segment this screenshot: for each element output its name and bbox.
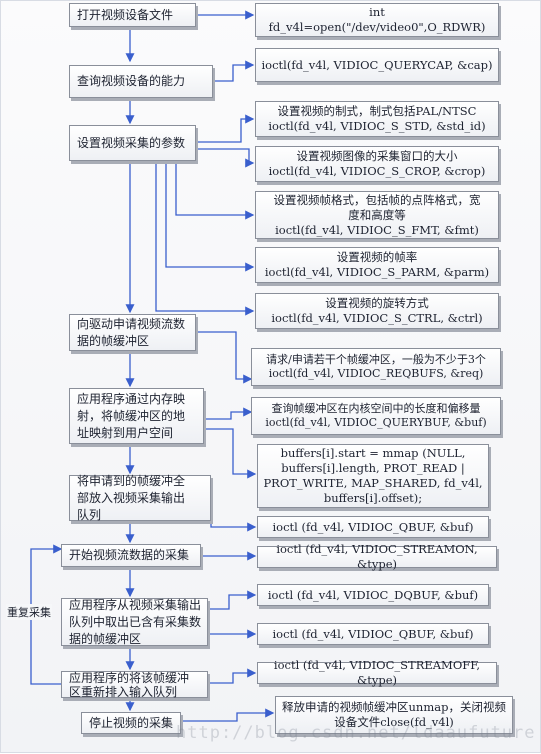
call-label: 查询帧缓冲区在内核空间中的长度和偏移量 ioctl(fd_v4l, VIDIOC… [265,401,487,430]
call-label: 设置视频的帧率 ioctl(fd_v4l, VIDIOC_S_PARM, &pa… [264,250,490,279]
call-arrow [208,590,257,610]
call-label: 设置视频图像的采集窗口的大小 ioctl(fd_v4l, VIDIOC_S_CR… [268,149,486,178]
call-streamon: ioctl (fd_v4l, VIDIOC_STREAMON, &type) [257,542,497,571]
step-open-device: 打开视频设备文件 [69,3,196,27]
step-requeue: 应用程序的将该帧缓冲 区重新排入输入队列 [61,670,208,699]
step-label: 停止视频的采集 [89,715,174,730]
call-querybuf: 查询帧缓冲区在内核空间中的长度和偏移量 ioctl(fd_v4l, VIDIOC… [251,397,501,435]
call-arrow [165,161,255,272]
call-label: ioctl (fd_v4l, VIDIOC_STREAMON, &type) [276,542,478,571]
call-arrow [196,114,255,143]
call-label: ioctl (fd_v4l, VIDIOC_QBUF, &buf) [272,519,474,534]
call-arrow [181,708,275,722]
call-reqbufs: 请求/申请若干个帧缓冲区，一般为不少于3个 ioctl(fd_v4l, VIDI… [251,348,501,386]
step-label: 将申请到的帧缓冲全 部放入视频采集输出 队列 [77,473,186,522]
call-mmap: buffers[i].start = mmap (NULL, buffers[i… [257,444,489,508]
loop-label: 重复采集 [6,604,52,620]
call-s-ctrl: 设置视频的旋转方式 ioctl(fd_v4l, VIDIOC_S_CTRL, &… [255,293,499,329]
call-qbuf-1: ioctl (fd_v4l, VIDIOC_QBUF, &buf) [257,516,489,538]
call-s-crop: 设置视频图像的采集窗口的大小 ioctl(fd_v4l, VIDIOC_S_CR… [255,146,499,182]
step-label: 向驱动申请视频流数 据的帧缓冲区 [77,316,186,348]
step-queue-all: 将申请到的帧缓冲全 部放入视频采集输出 队列 [69,473,211,522]
step-label: 打开视频设备文件 [77,7,174,22]
call-arrow [204,407,253,420]
call-label: 设置视频的制式，制式包括PAL/NTSC ioctl(fd_v4l, VIDIO… [268,104,486,133]
step-mmap-buffers: 应用程序通过内存映 射，将帧缓冲区的地 址映射到用户空间 [69,388,204,444]
call-label: 请求/申请若干个帧缓冲区，一般为不少于3个 ioctl(fd_v4l, VIDI… [266,352,486,381]
step-request-buffers: 向驱动申请视频流数 据的帧缓冲区 [69,314,196,351]
call-label: ioctl (fd_v4l, VIDIOC_DQBUF, &buf) [267,587,479,602]
call-arrow [208,668,257,684]
call-arrow [155,161,255,316]
step-label: 应用程序从视频采集输出 队列中取出已含有采集数 据的帧缓冲区 [69,597,202,646]
step-query-capability: 查询视频设备的能力 [69,65,213,98]
call-arrow [175,161,255,220]
step-label: 查询视频设备的能力 [77,74,186,88]
step-stop-stream: 停止视频的采集 [81,712,181,734]
call-s-fmt: 设置视频帧格式，包括帧的点阵格式，宽 度和高度等 ioctl(fd_v4l, V… [255,191,499,239]
step-label: 应用程序的将该帧缓冲 区重新排入输入队列 [69,670,190,699]
step-start-stream: 开始视频流数据的采集 [61,544,201,567]
call-s-std: 设置视频的制式，制式包括PAL/NTSC ioctl(fd_v4l, VIDIO… [255,101,499,137]
call-streamoff: ioctl (fd_v4l, VIDIOC_STREAMOFF, &type) [257,658,497,687]
call-label: ioctl(fd_v4l, VIDIOC_QUERYCAP, &cap) [261,57,493,72]
call-label: 设置视频帧格式，包括帧的点阵格式，宽 度和高度等 ioctl(fd_v4l, V… [273,192,481,237]
call-qbuf-2: ioctl (fd_v4l, VIDIOC_QBUF, &buf) [257,623,489,645]
step-label: 设置视频采集的参数 [77,135,186,150]
call-label: ioctl (fd_v4l, VIDIOC_STREAMOFF, &type) [273,658,481,687]
step-dequeue: 应用程序从视频采集输出 队列中取出已含有采集数 据的帧缓冲区 [61,598,208,646]
step-label: 开始视频流数据的采集 [69,548,190,562]
watermark: http://blog.csdn.net/ldaaufuture [176,723,536,743]
call-querycap: ioctl(fd_v4l, VIDIOC_QUERYCAP, &cap) [255,48,499,82]
call-arrow [213,60,255,82]
call-arrow [196,148,255,168]
call-arrow [204,428,257,479]
call-open: int fd_v4l=open("/dev/video0",O_RDWR) [255,3,499,37]
call-label: buffers[i].start = mmap (NULL, buffers[i… [263,446,483,505]
call-munmap: 释放申请的视频帧缓冲区unmap，关闭视频 设备文件close(fd_v4l) [275,696,513,734]
call-label: ioctl (fd_v4l, VIDIOC_QBUF, &buf) [272,626,474,641]
call-label: int fd_v4l=open("/dev/video0",O_RDWR) [268,5,486,34]
call-arrow [210,504,257,532]
step-set-capture-params: 设置视频采集的参数 [69,125,196,161]
call-label: 设置视频的旋转方式 ioctl(fd_v4l, VIDIOC_S_CTRL, &… [271,296,483,325]
call-s-parm: 设置视频的帧率 ioctl(fd_v4l, VIDIOC_S_PARM, &pa… [255,247,499,283]
call-arrow [196,331,253,384]
call-label: 释放申请的视频帧缓冲区unmap，关闭视频 设备文件close(fd_v4l) [282,700,506,729]
step-label: 应用程序通过内存映 射，将帧缓冲区的地 址映射到用户空间 [77,391,186,440]
call-dqbuf: ioctl (fd_v4l, VIDIOC_DQBUF, &buf) [257,584,489,606]
